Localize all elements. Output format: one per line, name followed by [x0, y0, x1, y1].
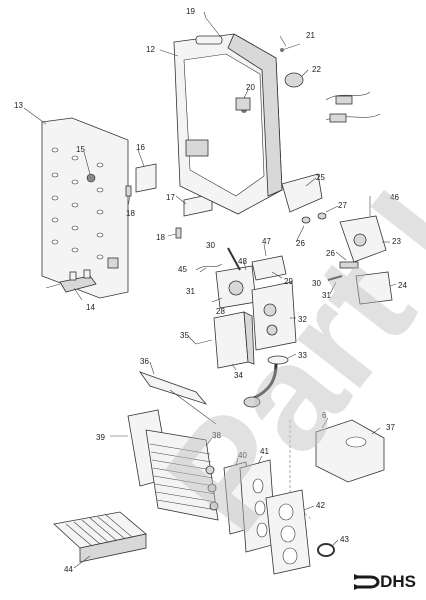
- callout-30b: 30: [312, 279, 321, 288]
- callout-36: 36: [140, 357, 149, 366]
- callout-48: 48: [238, 257, 247, 266]
- part-43-ring: [317, 543, 335, 557]
- callout-29: 29: [284, 277, 293, 286]
- callout-42: 42: [316, 501, 325, 510]
- callout-23: 23: [392, 237, 401, 246]
- part-15-knob: [86, 173, 96, 183]
- part-29-plate: [251, 255, 287, 281]
- wiring-harness: [325, 91, 381, 123]
- callout-30a: 30: [206, 241, 215, 250]
- part-32-control-unit: [251, 281, 297, 351]
- part-30-rod-right: [327, 275, 343, 281]
- part-45-cable: [195, 263, 223, 271]
- part-41-gasket: [239, 459, 277, 553]
- callout-18a: 18: [126, 209, 135, 218]
- part-28-gas-valve: [215, 265, 257, 309]
- callout-45: 45: [178, 265, 187, 274]
- part-21-screw: [280, 43, 301, 52]
- callout-16: 16: [136, 143, 145, 152]
- callout-22: 22: [312, 65, 321, 74]
- callout-26a: 26: [296, 239, 305, 248]
- part-38-heat-exchanger: [145, 429, 219, 521]
- part-12-housing: [173, 33, 283, 215]
- callout-46: 46: [390, 193, 399, 202]
- part-44-burner: [53, 511, 147, 563]
- dhs-arrow-logo-icon: [354, 574, 380, 590]
- callout-20: 20: [246, 83, 255, 92]
- callout-31b: 31: [322, 291, 331, 300]
- callout-33: 33: [298, 351, 307, 360]
- part-20-bracket: [235, 97, 251, 111]
- part-35-screw: [195, 339, 213, 345]
- leader-lines: [23, 11, 397, 569]
- callout-6: 6: [322, 411, 327, 420]
- part-23-valve: [339, 215, 387, 263]
- callout-38: 38: [212, 431, 221, 440]
- part-25-bracket: [281, 173, 323, 213]
- callout-27: 27: [338, 201, 347, 210]
- part-22-disc: [284, 72, 304, 88]
- callout-15: 15: [76, 145, 85, 154]
- part-33-pipe: [243, 355, 289, 408]
- callout-31a: 31: [186, 287, 195, 296]
- part-14-bracket: [45, 269, 97, 293]
- part-26-fitting: [301, 212, 327, 224]
- callout-17: 17: [166, 193, 175, 202]
- callout-37: 37: [386, 423, 395, 432]
- part-27-screw: [325, 205, 339, 213]
- callout-19: 19: [186, 7, 195, 16]
- part-26-fitting-lower: [339, 261, 359, 269]
- callout-43: 43: [340, 535, 349, 544]
- part-37-box: [315, 419, 385, 483]
- callout-35: 35: [180, 331, 189, 340]
- part-30-rod: [227, 247, 241, 271]
- callout-26b: 26: [326, 249, 335, 258]
- callout-24: 24: [398, 281, 407, 290]
- callout-13: 13: [14, 101, 23, 110]
- callout-44: 44: [64, 565, 73, 574]
- part-24-block: [355, 271, 393, 305]
- callout-18b: 18: [156, 233, 165, 242]
- callout-39: 39: [96, 433, 105, 442]
- callout-41: 41: [260, 447, 269, 456]
- callout-14: 14: [86, 303, 95, 312]
- part-16-plate: [135, 163, 157, 193]
- part-13-front-panel: [41, 117, 129, 299]
- callout-32: 32: [298, 315, 307, 324]
- callout-34: 34: [234, 371, 243, 380]
- callout-40: 40: [238, 451, 247, 460]
- callout-21: 21: [306, 31, 315, 40]
- callout-12: 12: [146, 45, 155, 54]
- part-36-burner-bar: [138, 371, 217, 425]
- callout-25: 25: [316, 173, 325, 182]
- callout-28: 28: [216, 307, 225, 316]
- dhs-logo: DHS: [354, 572, 416, 592]
- part-18-clip: [125, 185, 132, 197]
- part-18-clip-lower: [175, 227, 182, 239]
- part-42-plate: [265, 489, 311, 575]
- part-34-cover: [213, 311, 255, 369]
- part-19-pin: [205, 17, 221, 37]
- logo-text: DHS: [380, 572, 416, 591]
- callout-47: 47: [262, 237, 271, 246]
